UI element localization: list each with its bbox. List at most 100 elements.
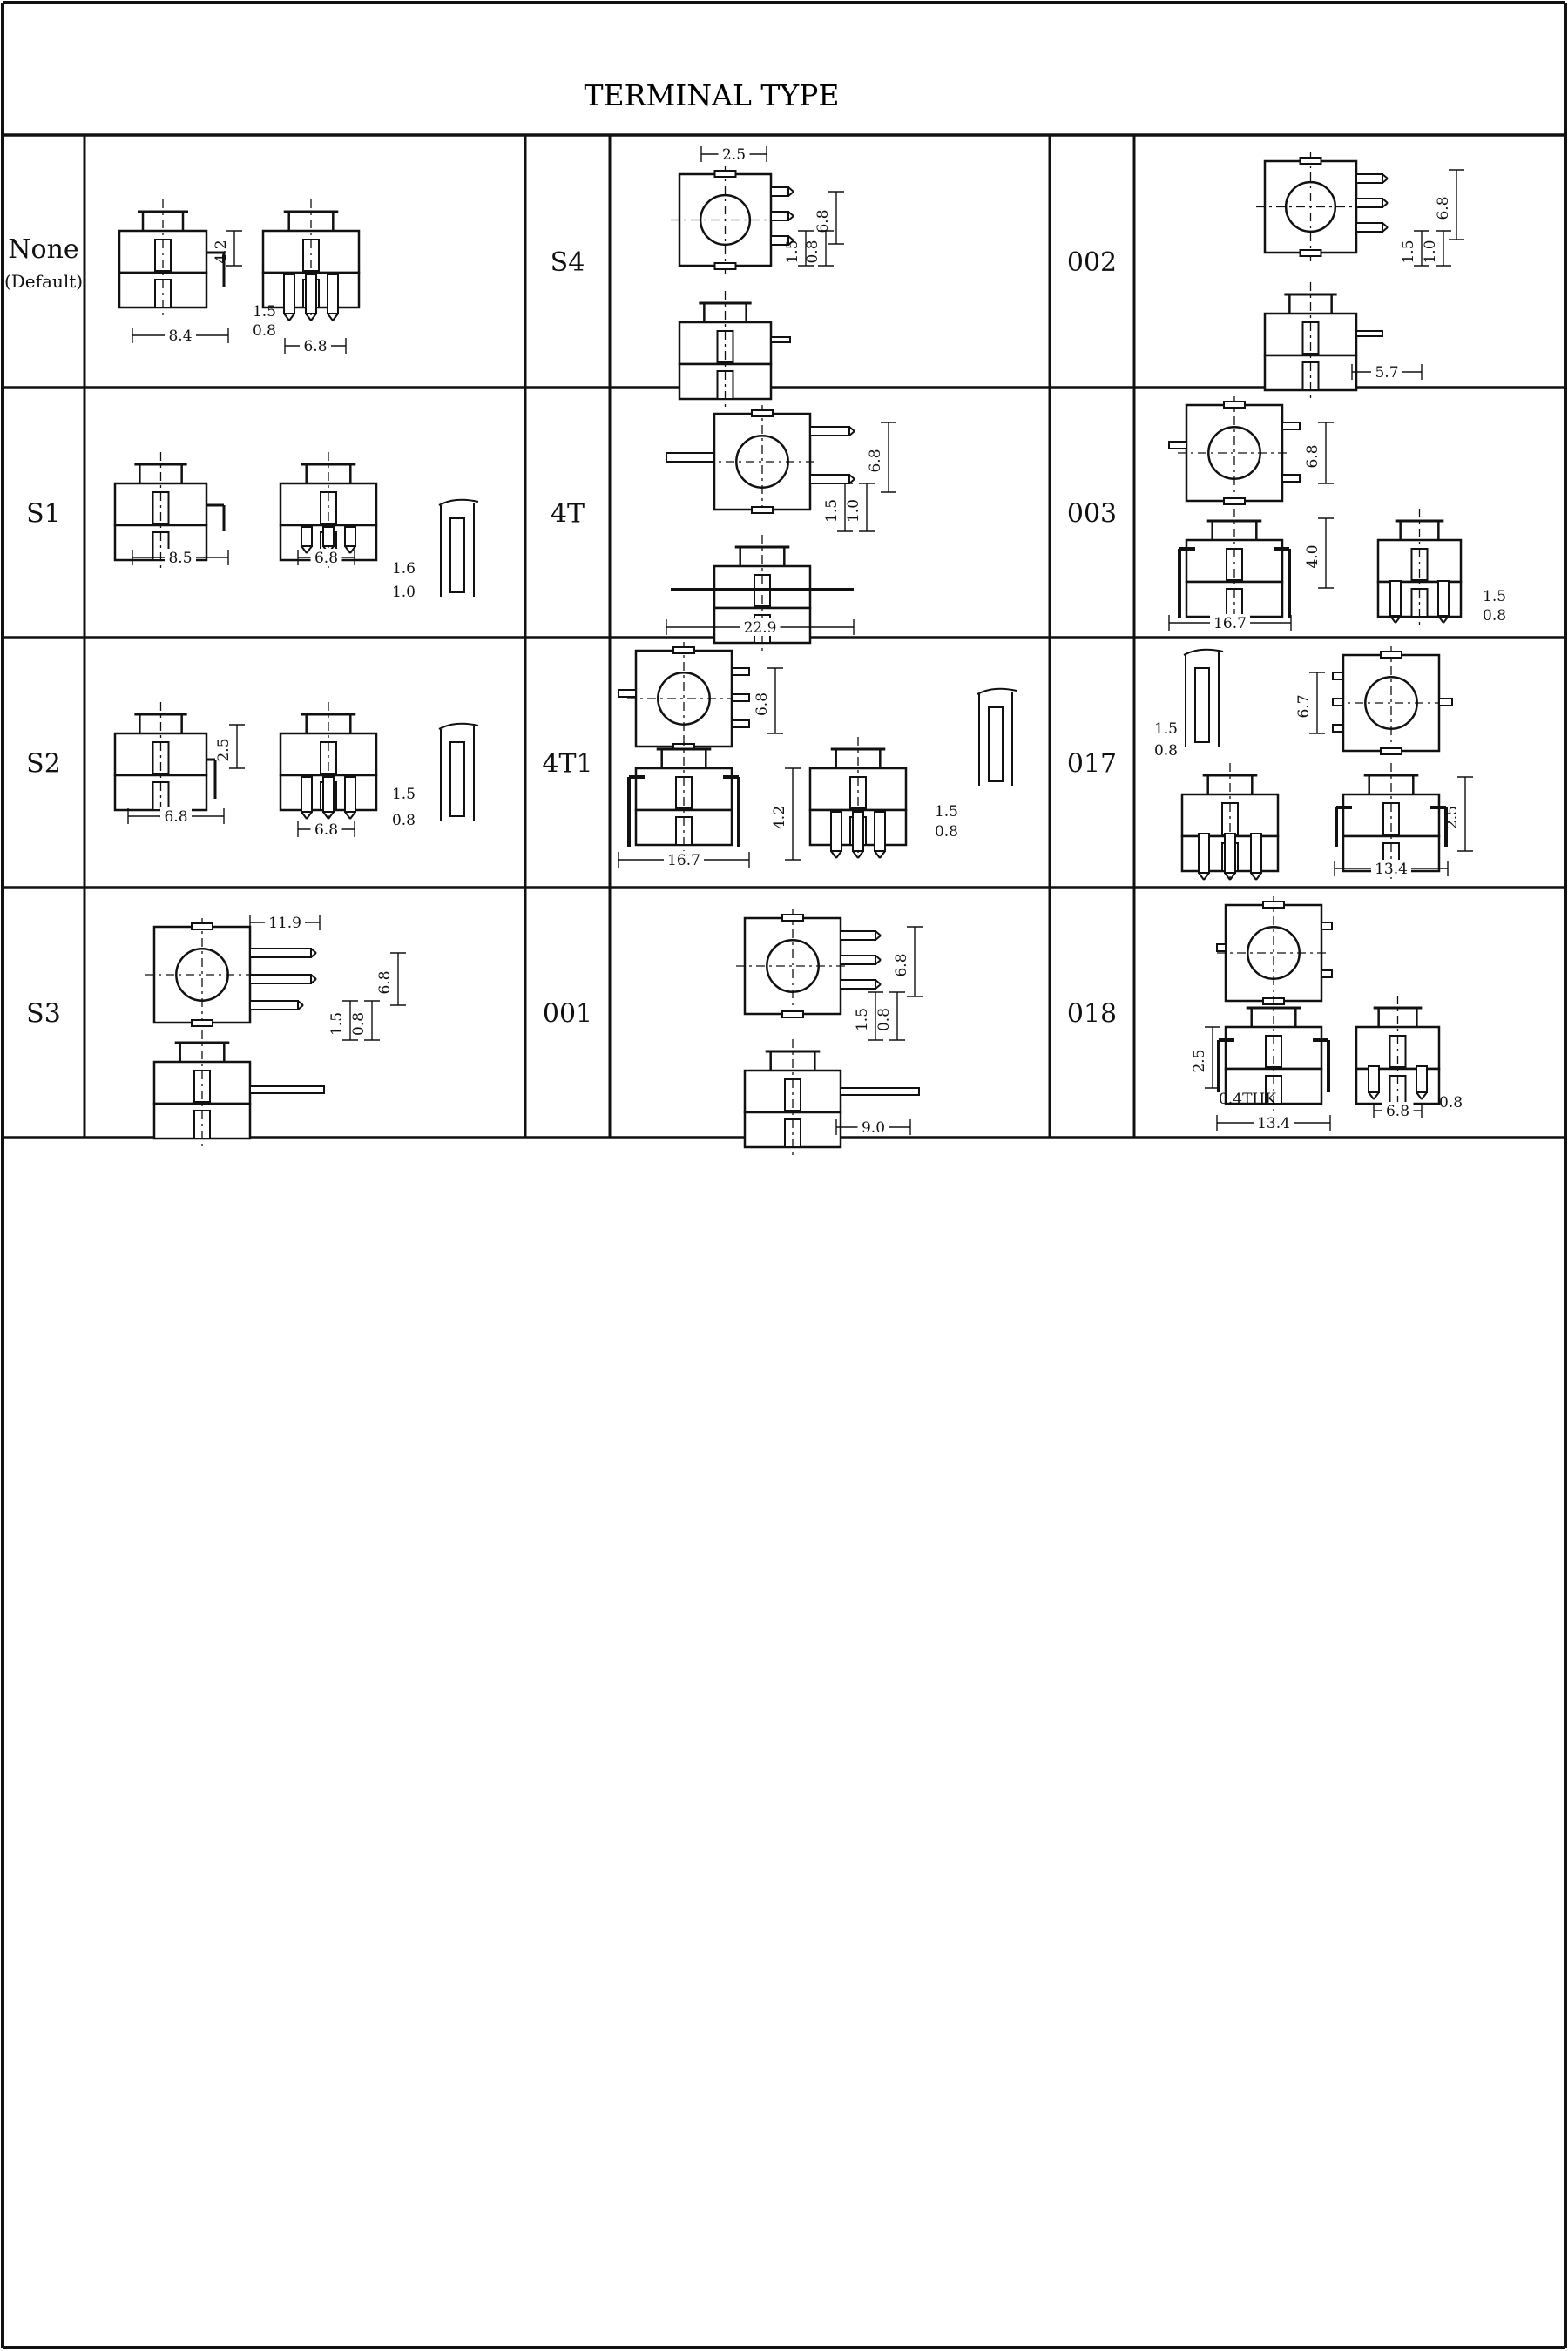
- terminal-pin: [1438, 698, 1453, 706]
- pin-tip: [310, 948, 317, 954]
- dimension-label: 1.6: [392, 560, 416, 578]
- pin-tip: [848, 426, 855, 432]
- dimension-mask: [310, 821, 342, 838]
- dimension-label: 13.4: [1375, 861, 1408, 878]
- terminal-pin: [1355, 222, 1383, 233]
- terminal-pin: [770, 336, 791, 343]
- dimension-label: 0.8: [1154, 742, 1178, 760]
- pin-tip: [310, 978, 317, 984]
- pin-tip: [1255, 872, 1262, 881]
- pin-tip: [1224, 872, 1231, 881]
- pin-tip: [288, 313, 295, 321]
- terminal-code: S3: [26, 999, 61, 1030]
- terminal-code: S1: [26, 499, 61, 530]
- pin-tip: [1382, 226, 1389, 233]
- terminal-pin: [770, 235, 789, 246]
- latch-tab: [751, 506, 774, 514]
- latch-tab: [713, 170, 737, 178]
- dimension-label: 2.5: [1443, 806, 1461, 829]
- pin-tip: [879, 850, 886, 859]
- dimension-label: 1.5: [784, 240, 801, 263]
- dimension-label: 2.5: [1191, 1049, 1208, 1072]
- dimension-label: 6.8: [314, 550, 338, 567]
- dimension-mask: [165, 549, 196, 566]
- dimension-mask: [857, 1118, 889, 1136]
- terminal-pin: [840, 955, 876, 965]
- dimension-label: 0.4THK: [1219, 1091, 1276, 1108]
- pin-tip: [349, 811, 356, 820]
- terminal-code: 4T1: [542, 749, 592, 780]
- latch-tab: [1299, 157, 1322, 165]
- terminal-pin: [1321, 922, 1333, 930]
- pin-tip: [857, 850, 864, 859]
- dimension-label: 0.8: [1483, 607, 1506, 625]
- dimension-label: 0.8: [350, 1012, 368, 1036]
- dimension-mask: [718, 145, 750, 163]
- pin-tip: [283, 313, 290, 321]
- terminal-code: 4T: [551, 499, 585, 530]
- terminal-pin: [666, 452, 715, 463]
- terminal-code: None: [8, 234, 78, 265]
- dimension-mask: [265, 914, 305, 931]
- terminal-code: 001: [543, 999, 592, 1030]
- dimension-label: 6.8: [1435, 196, 1452, 220]
- pin-tip: [301, 545, 308, 554]
- terminal-code: 018: [1067, 999, 1117, 1030]
- dimension-label: 1.5: [1400, 240, 1417, 263]
- dimension-label: 9.0: [862, 1119, 885, 1137]
- latch-tab: [1380, 747, 1402, 755]
- terminal-pin: [301, 776, 313, 813]
- dimension-label: 6.8: [1386, 1103, 1409, 1120]
- terminal-code: S4: [551, 247, 585, 278]
- terminal-pin: [249, 974, 312, 984]
- terminal-pin: [731, 719, 750, 728]
- dimension-label: 1.5: [935, 803, 958, 821]
- dimension-label: 16.7: [667, 852, 700, 869]
- pin-tip: [349, 545, 356, 554]
- dimension-label: 1.5: [823, 499, 841, 523]
- pin-tip: [875, 959, 882, 965]
- dimension-label: 1.5: [253, 303, 276, 321]
- dimension-label: 1.0: [392, 584, 416, 601]
- pin-tip: [306, 811, 313, 820]
- terminal-pin: [344, 526, 356, 547]
- dimension-label: 4.0: [1304, 544, 1321, 568]
- dimension-label: 1.5: [1154, 720, 1178, 738]
- terminal-pin: [1216, 943, 1227, 952]
- pin-tip: [875, 935, 882, 941]
- dimension-label: 2.5: [722, 146, 746, 164]
- terminal-pin: [618, 689, 637, 698]
- terminal-pin: [1332, 724, 1344, 733]
- pin-tip: [1229, 872, 1236, 881]
- pin-tip: [848, 474, 855, 480]
- pin-tip: [1382, 173, 1389, 179]
- terminal-pin: [852, 811, 864, 852]
- pin-tip: [1421, 1091, 1428, 1100]
- dimension-label: 16.7: [1213, 615, 1247, 632]
- latch-tab: [191, 922, 213, 930]
- terminal-pin: [840, 930, 876, 941]
- terminal-pin: [840, 979, 876, 990]
- terminal-pin: [874, 811, 886, 852]
- terminal-pin: [1368, 1065, 1380, 1093]
- terminal-pin: [249, 948, 312, 958]
- pin-tip: [310, 952, 317, 958]
- latch-tab: [1262, 901, 1285, 909]
- pin-tip: [1443, 615, 1450, 624]
- pin-tip: [875, 979, 882, 985]
- pin-tip: [1203, 872, 1210, 881]
- dimension-label: 1.0: [1422, 240, 1439, 263]
- pin-detail-body: [449, 517, 465, 593]
- latch-tab: [781, 914, 804, 922]
- terminal-drawing: 6.84.016.71.50.8: [1168, 396, 1506, 632]
- terminal-pin: [1389, 580, 1402, 617]
- dimension-mask: [1382, 1102, 1414, 1119]
